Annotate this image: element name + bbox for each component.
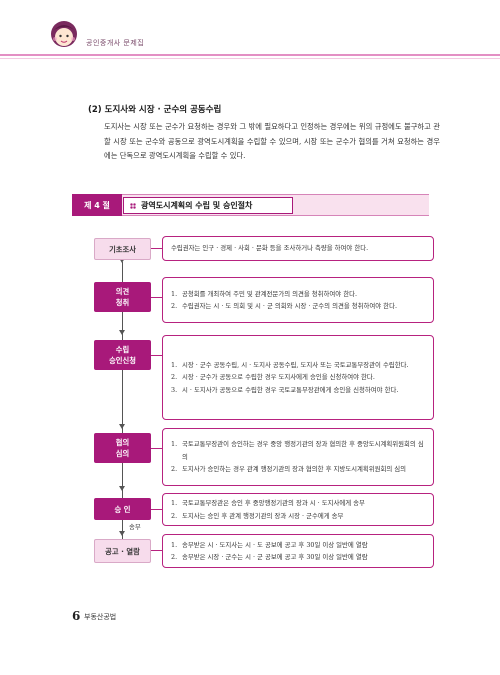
flow-step-label: 수립 [115, 345, 130, 354]
flow-step-label: 의견 [115, 287, 130, 296]
header-divider-thin [0, 58, 500, 59]
page-number: 6 [72, 609, 81, 623]
list-item: 2. 송부받은 시장 · 군수는 시 · 군 공보에 공고 후 30일 이상 일… [171, 551, 427, 563]
list-item-text: 시 · 도지사가 공동으로 수립한 경우 국토교통부장관에게 승인을 신청하여야… [182, 385, 399, 394]
list-item-number: 2. [171, 373, 178, 382]
flow-connector [151, 509, 162, 510]
flow-step-6-desc: 1. 송부받은 시 · 도지사는 시 · 도 공보에 공고 후 30일 이상 일… [162, 534, 434, 568]
list-item-number: 1. [171, 499, 178, 508]
flow-connector [151, 297, 162, 298]
list-item-text: 시장 · 군수 공동수립, 시 · 도지사 공동수립, 도지사 또는 국토교통부… [182, 360, 409, 369]
flow-step-1-desc: 수립권자는 인구 · 경제 · 사회 · 문화 등을 조사하거나 측량을 하여야… [162, 236, 434, 261]
page-header: 공인중개사 문제집 [0, 0, 500, 64]
list-item-number: 3. [171, 385, 178, 394]
list-item-number: 1. [171, 540, 178, 549]
list-item: 1. 국토교통부장관은 승인 후 중앙행정기관의 장과 시 · 도지사에게 송부 [171, 497, 427, 509]
list-item-number: 1. [171, 440, 178, 449]
list-item-text: 송부받은 시 · 도지사는 시 · 도 공보에 공고 후 30일 이상 일반에 … [182, 540, 368, 549]
arrow-down-icon [119, 258, 125, 263]
list-item-text: 도지사는 승인 후 관계 행정기관의 장과 시장 · 군수에게 송부 [182, 511, 344, 520]
list-item: 2. 도지사는 승인 후 관계 행정기관의 장과 시장 · 군수에게 송부 [171, 510, 427, 522]
section-paragraph: 도지사는 시장 또는 군수가 요청하는 경우와 그 밖에 필요하다고 인정하는 … [104, 122, 440, 161]
list-item: 2. 도지사가 승인하는 경우 관계 행정기관의 장과 협의한 후 지방도시계획… [171, 463, 427, 475]
flow-step-label: 승인신청 [109, 356, 136, 365]
flow-step-5: 승 인 [94, 498, 151, 520]
list-item: 1. 공청회를 개최하여 주민 및 관계전문가의 의견을 청취하여야 한다. [171, 288, 427, 300]
list-item-number: 2. [171, 302, 178, 310]
flow-step-label: 청취 [115, 298, 130, 307]
header-title: 공인중개사 문제집 [86, 39, 145, 47]
list-item-number: 2. [171, 553, 178, 561]
list-item: 1. 국토교통부장관이 승인하는 경우 중앙 행정기관의 장과 협의한 후 중앙… [171, 438, 427, 463]
list-item-text: 송부받은 시장 · 군수는 시 · 군 공보에 공고 후 30일 이상 일반에 … [182, 553, 368, 561]
flow-step-4-desc: 1. 국토교통부장관이 승인하는 경우 중앙 행정기관의 장과 협의한 후 중앙… [162, 428, 434, 486]
flow-connector [151, 248, 162, 249]
bullet-dots-icon [130, 202, 136, 209]
flow-spine [122, 262, 123, 548]
flow-step-label: 기초조사 [109, 244, 136, 254]
flow-step-3: 수립 승인신청 [94, 340, 151, 370]
header-divider [0, 54, 500, 56]
flow-step-6: 공고 · 열람 [94, 539, 151, 563]
list-item-text: 국토교통부장관은 승인 후 중앙행정기관의 장과 시 · 도지사에게 송부 [182, 499, 365, 508]
chapter-title: 광역도시계획의 수립 및 승인절차 [141, 201, 253, 210]
footer-title: 부동산공법 [84, 613, 117, 621]
between-label: 송부 [129, 523, 141, 531]
list-item-text: 시장 · 군수가 공동으로 수립한 경우 도지사에게 승인을 신청하여야 한다. [182, 373, 375, 382]
arrow-down-icon [119, 424, 125, 429]
list-item: 3. 시 · 도지사가 공동으로 수립한 경우 국토교통부장관에게 승인을 신청… [171, 384, 427, 396]
mascot-girl-icon [51, 21, 77, 47]
list-item-text: 수립권자는 인구 · 경제 · 사회 · 문화 등을 조사하거나 측량을 하여야… [171, 244, 369, 253]
list-item-text: 수립권자는 시 · 도 의회 및 시 · 군 의회와 시장 · 군수의 의견을 … [182, 302, 397, 310]
flow-step-label: 공고 · 열람 [105, 546, 140, 556]
list-item: 수립권자는 인구 · 경제 · 사회 · 문화 등을 조사하거나 측량을 하여야… [171, 242, 427, 254]
flow-step-5-desc: 1. 국토교통부장관은 승인 후 중앙행정기관의 장과 시 · 도지사에게 송부… [162, 493, 434, 526]
flow-step-3-desc: 1. 시장 · 군수 공동수립, 시 · 도지사 공동수립, 도지사 또는 국토… [162, 335, 434, 420]
list-item-number: 1. [171, 360, 178, 369]
section-heading: (2) 도지사와 시장 · 군수의 공동수립 [88, 105, 222, 115]
list-item: 1. 시장 · 군수 공동수립, 시 · 도지사 공동수립, 도지사 또는 국토… [171, 359, 427, 371]
flow-step-2: 의견 청취 [94, 282, 151, 312]
list-item: 2. 수립권자는 시 · 도 의회 및 시 · 군 의회와 시장 · 군수의 의… [171, 300, 427, 312]
list-item-text: 도지사가 승인하는 경우 관계 행정기관의 장과 협의한 후 지방도시계획위원회… [182, 465, 407, 474]
arrow-down-icon [119, 486, 125, 491]
list-item-number: 2. [171, 511, 178, 520]
list-item-number: 1. [171, 289, 178, 298]
flow-connector [151, 355, 162, 356]
list-item: 2. 시장 · 군수가 공동으로 수립한 경우 도지사에게 승인을 신청하여야 … [171, 371, 427, 383]
flow-step-1: 기초조사 [94, 238, 151, 260]
flow-step-label: 승 인 [114, 504, 131, 514]
list-item-text: 공청회를 개최하여 주민 및 관계전문가의 의견을 청취하여야 한다. [182, 289, 357, 298]
list-item-text: 국토교통부장관이 승인하는 경우 중앙 행정기관의 장과 협의한 후 중앙도시계… [182, 440, 424, 461]
list-item-number: 2. [171, 465, 178, 474]
list-item: 1. 송부받은 시 · 도지사는 시 · 도 공보에 공고 후 30일 이상 일… [171, 539, 427, 551]
chapter-badge: 제 4 절 [72, 194, 122, 216]
flow-step-label: 협의 [115, 438, 130, 447]
arrow-down-icon [119, 531, 125, 536]
arrow-down-icon [119, 330, 125, 335]
flow-connector [151, 550, 162, 551]
flow-step-label: 심의 [115, 449, 130, 458]
flow-connector [151, 448, 162, 449]
flow-step-2-desc: 1. 공청회를 개최하여 주민 및 관계전문가의 의견을 청취하여야 한다. 2… [162, 277, 434, 323]
flow-step-4: 협의 심의 [94, 433, 151, 463]
chapter-title-box: 광역도시계획의 수립 및 승인절차 [123, 197, 293, 214]
